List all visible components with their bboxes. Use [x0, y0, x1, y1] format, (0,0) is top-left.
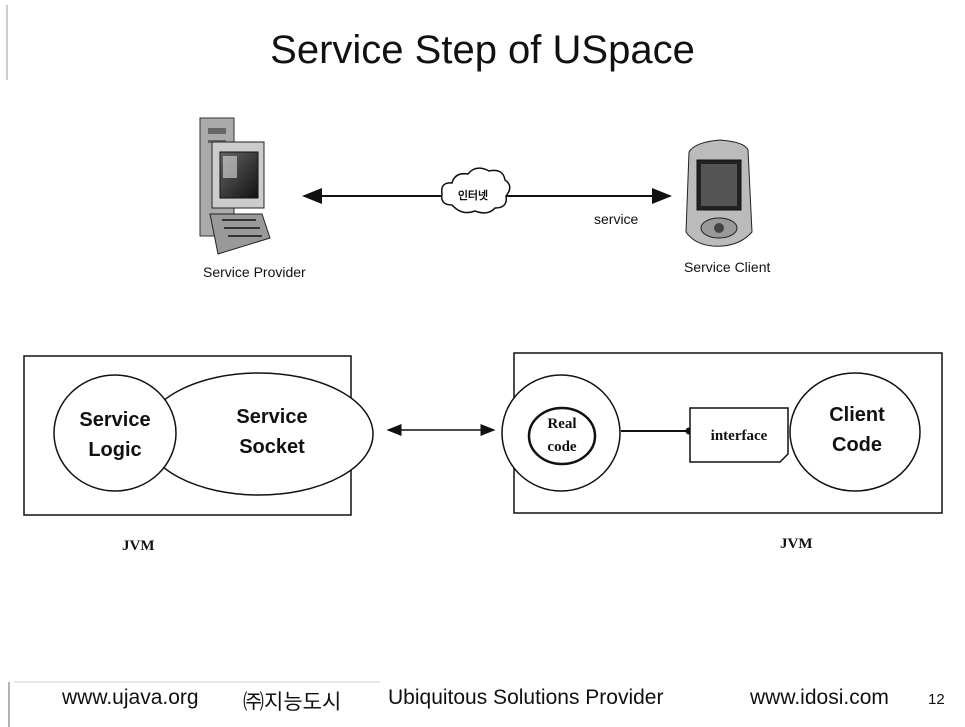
service-socket-line2: Socket: [239, 436, 305, 458]
right-jvm-label: JVM: [780, 536, 813, 552]
interface-label: interface: [711, 428, 768, 444]
interface-box: [689, 407, 789, 463]
left-jvm-label: JVM: [122, 538, 155, 554]
service-socket-line1: Service: [236, 406, 307, 428]
service-logic-line2: Logic: [88, 439, 141, 461]
footer-company: ㈜지능도시: [243, 691, 342, 714]
footer-url-right[interactable]: www.idosi.com: [750, 686, 889, 709]
service-logic-line1: Service: [79, 409, 150, 431]
cloud-label: 인터넷: [457, 190, 489, 202]
service-socket-ellipse: [144, 372, 374, 496]
client-label: Service Client: [684, 259, 771, 275]
client-code-line1: Client: [829, 404, 885, 426]
slide-title: Service Step of USpace: [270, 28, 695, 72]
client-code-line2: Code: [832, 434, 882, 456]
computer-icon: [199, 117, 271, 255]
real-code-inner-ellipse: [527, 406, 597, 466]
service-link-label: service: [594, 211, 639, 227]
client-code-ellipse: [789, 372, 921, 492]
cloud-icon: [440, 167, 511, 214]
service-logic-ellipse: [53, 374, 177, 492]
footer-tagline: Ubiquitous Solutions Provider: [388, 686, 664, 709]
page-number: 12: [928, 691, 945, 708]
pda-icon: [685, 139, 753, 247]
footer-url-left[interactable]: www.ujava.org: [62, 686, 199, 709]
provider-label: Service Provider: [203, 264, 306, 280]
real-code-line2: code: [547, 439, 577, 455]
real-code-line1: Real: [547, 416, 576, 432]
